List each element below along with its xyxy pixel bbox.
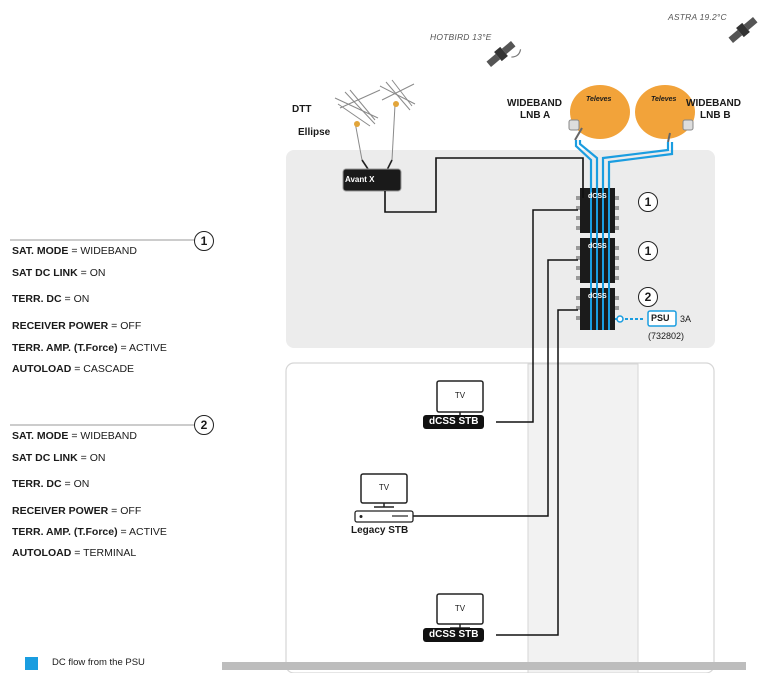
lnb-a-line2: LNB A bbox=[520, 110, 551, 121]
stb-1-label: dCSS STB bbox=[423, 415, 485, 429]
dtt-label: DTT bbox=[292, 104, 312, 115]
lnb-b-line2: LNB B bbox=[700, 110, 731, 121]
config-2-number: 2 bbox=[194, 415, 214, 435]
config-1-line-5: TERR. AMP. (T.Force) = ACTIVE bbox=[12, 342, 167, 354]
module-1-label: dCSS bbox=[588, 193, 607, 200]
lnb-a-dish-brand: Televes bbox=[586, 96, 612, 103]
config-2-line-3: TERR. DC = ON bbox=[12, 478, 90, 490]
avant-x-amplifier bbox=[342, 168, 402, 192]
building-outline bbox=[285, 362, 715, 673]
config-1-line-4: RECEIVER POWER = OFF bbox=[12, 320, 142, 332]
lnb-b-dish-brand: Televes bbox=[651, 96, 677, 103]
stb-2-label: Legacy STB bbox=[351, 525, 409, 536]
riser-shaft bbox=[527, 363, 639, 673]
module-2-number: 1 bbox=[638, 241, 658, 261]
legend-dc-swatch bbox=[25, 657, 38, 670]
config-2-line-4: RECEIVER POWER = OFF bbox=[12, 505, 142, 517]
lnb-a-dish-icon bbox=[568, 85, 630, 141]
module-2-label: dCSS bbox=[588, 243, 607, 250]
legend-dc-label: DC flow from the PSU bbox=[52, 657, 145, 668]
lnb-b-line1: WIDEBAND bbox=[686, 98, 741, 109]
module-1-number: 1 bbox=[638, 192, 658, 212]
lnb-b-dish-icon bbox=[635, 85, 695, 143]
config-1-line-3: TERR. DC = ON bbox=[12, 293, 90, 305]
tv-3-label: TV bbox=[454, 604, 466, 613]
astra-label: ASTRA 19.2°C bbox=[668, 12, 727, 22]
tv-2-label: TV bbox=[378, 483, 390, 492]
lnb-a-line1: WIDEBAND bbox=[507, 98, 562, 109]
ellipse-label: Ellipse bbox=[298, 127, 331, 138]
amplifier-brand: Avant X bbox=[345, 175, 375, 184]
floor-bar bbox=[222, 662, 746, 670]
config-1-line-6: AUTOLOAD = CASCADE bbox=[12, 363, 135, 375]
hotbird-satellite-icon bbox=[486, 41, 522, 67]
lnb-cables bbox=[574, 140, 674, 190]
drop-cable-3 bbox=[496, 309, 578, 636]
config-1-line-1: SAT. MODE = WIDEBAND bbox=[12, 245, 137, 257]
config-2-line-1: SAT. MODE = WIDEBAND bbox=[12, 430, 137, 442]
legacy-stb-box bbox=[354, 510, 414, 523]
config-2-line-2: SAT DC LINK = ON bbox=[12, 452, 106, 464]
module-3-label: dCSS bbox=[588, 293, 607, 300]
tv-2-icon bbox=[360, 473, 408, 508]
psu-ref: (732802) bbox=[648, 331, 685, 341]
stb-3-label: dCSS STB bbox=[423, 628, 485, 642]
config-1-number: 1 bbox=[194, 231, 214, 251]
config-1-line-2: SAT DC LINK = ON bbox=[12, 267, 106, 279]
terrestrial-cable bbox=[384, 157, 584, 213]
drop-cable-1 bbox=[496, 209, 578, 423]
astra-satellite-icon bbox=[728, 17, 758, 43]
drop-cable-2 bbox=[413, 259, 578, 517]
tv-1-label: TV bbox=[454, 391, 466, 400]
dtt-antenna-icon bbox=[334, 79, 416, 161]
multiswitch-stack bbox=[576, 188, 619, 330]
config-2-line-6: AUTOLOAD = TERMINAL bbox=[12, 547, 137, 559]
config-2-line-5: TERR. AMP. (T.Force) = ACTIVE bbox=[12, 526, 167, 538]
hotbird-label: HOTBIRD 13°E bbox=[430, 32, 492, 42]
psu-rating: 3A bbox=[680, 314, 692, 324]
psu-label: PSU bbox=[651, 313, 670, 323]
psu-box bbox=[647, 310, 677, 327]
module-3-number: 2 bbox=[638, 287, 658, 307]
